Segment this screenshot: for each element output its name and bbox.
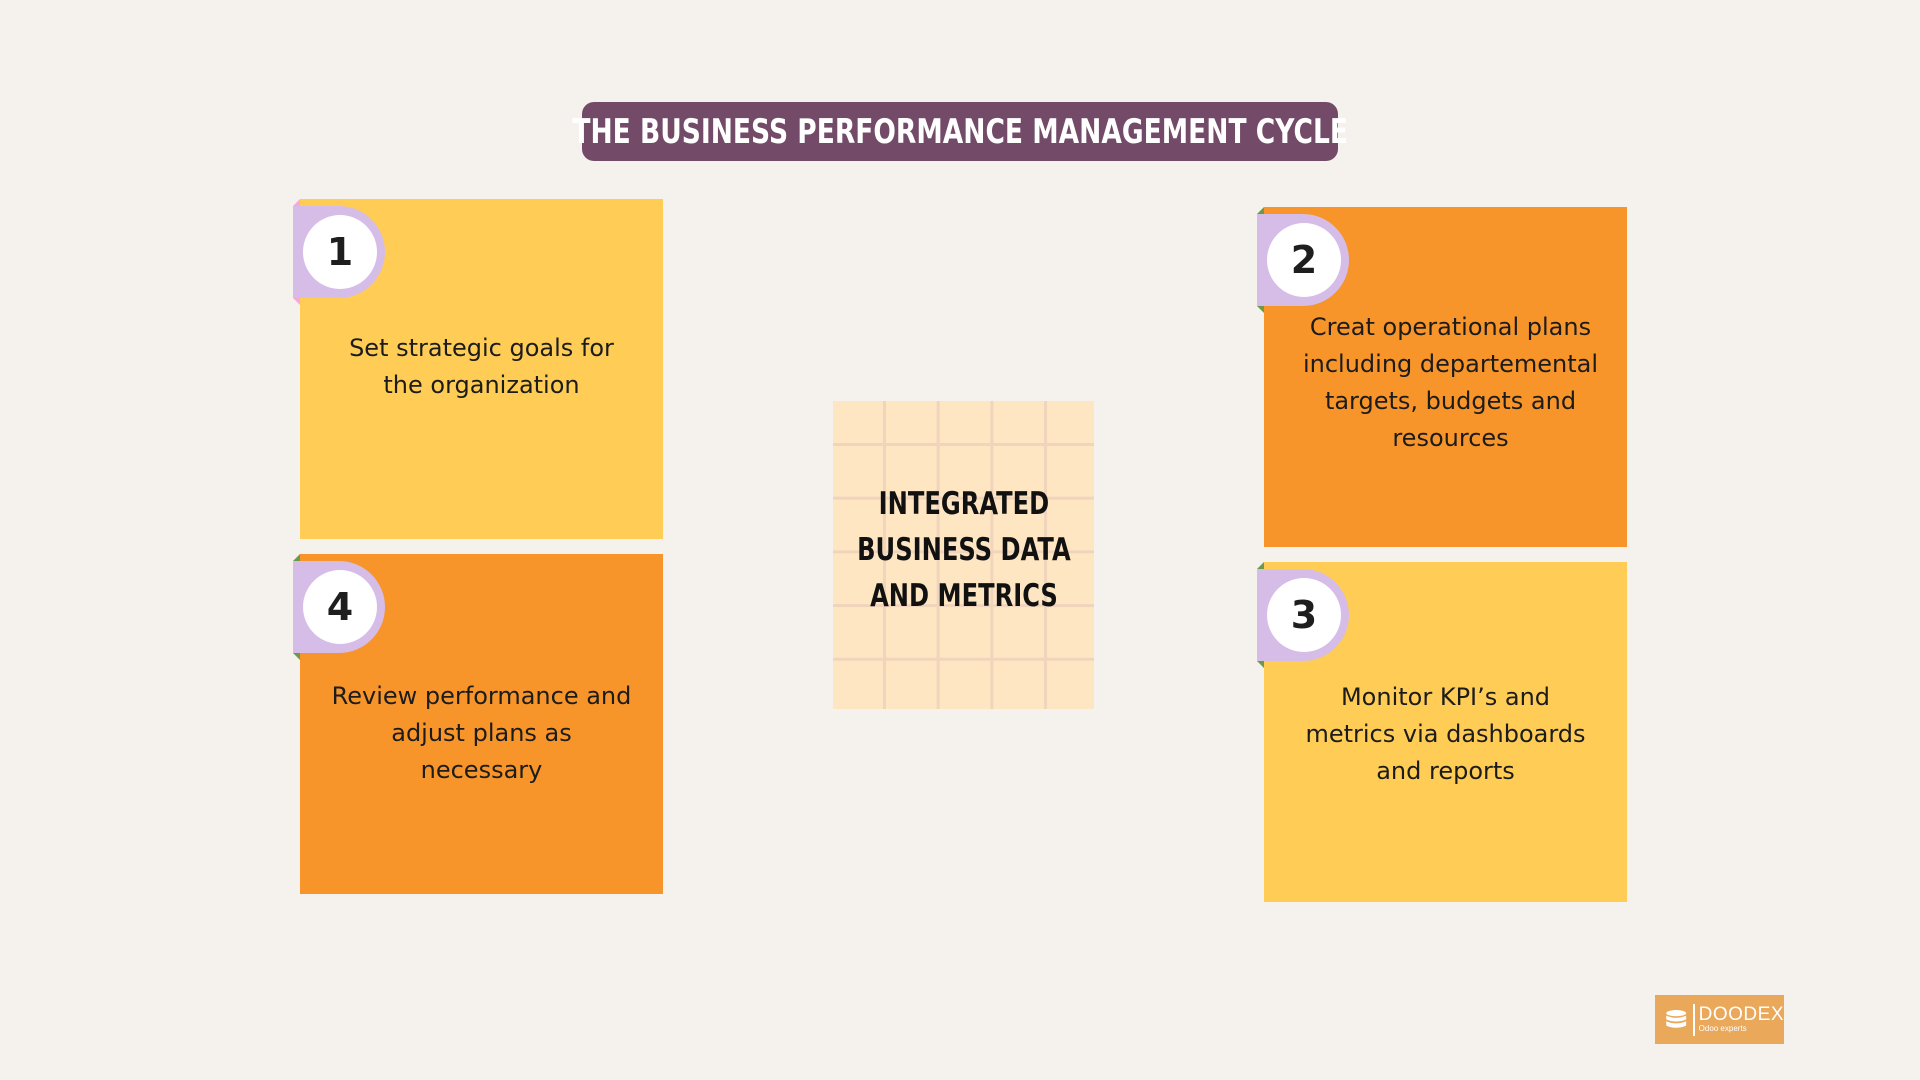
step-text-line: Set strategic goals for <box>349 334 614 362</box>
step-text-line: targets, budgets and <box>1324 387 1577 415</box>
corner-fold-decoration <box>293 199 300 206</box>
step-description: Review performance and adjust plans as n… <box>320 678 643 789</box>
corner-fold-decoration <box>293 554 300 561</box>
center-hub-box: INTEGRATED BUSINESS DATA AND METRICS <box>833 401 1094 709</box>
step-text-line: metrics via dashboards <box>1305 720 1586 748</box>
step-card-2: 2 Creat operational plans including depa… <box>1257 207 1627 547</box>
step-card-3: 3 Monitor KPI’s and metrics via dashboar… <box>1257 562 1627 902</box>
corner-fold-decoration <box>293 298 300 305</box>
step-number-badge: 4 <box>303 570 377 644</box>
page-title: The Business Performance Management Cycl… <box>572 111 1348 152</box>
step-text-line: necessary <box>420 756 543 784</box>
step-number-badge: 3 <box>1267 578 1341 652</box>
doodex-logo: DOODEX Odoo experts <box>1655 995 1784 1044</box>
database-icon <box>1666 1009 1687 1028</box>
step-description: Set strategic goals for the organization <box>320 330 643 404</box>
logo-divider <box>1693 1003 1695 1036</box>
step-card-1: 1 Set strategic goals for the organizati… <box>293 199 663 539</box>
corner-fold-decoration <box>1257 207 1264 214</box>
step-description: Creat operational plans including depart… <box>1274 309 1627 457</box>
step-text-line: Review performance and <box>331 682 632 710</box>
step-description: Monitor KPI’s and metrics via dashboards… <box>1284 679 1607 790</box>
corner-fold-decoration <box>293 653 300 660</box>
step-card-4: 4 Review performance and adjust plans as… <box>293 554 663 894</box>
center-hub-label: INTEGRATED BUSINESS DATA AND METRICS <box>857 481 1071 619</box>
center-text-line: BUSINESS DATA <box>856 532 1071 568</box>
step-text-line: resources <box>1392 424 1509 452</box>
corner-fold-decoration <box>1257 306 1264 313</box>
step-number-badge: 2 <box>1267 223 1341 297</box>
logo-wordmark: DOODEX Odoo experts <box>1699 1005 1784 1034</box>
logo-tagline: Odoo experts <box>1698 1024 1747 1033</box>
corner-fold-decoration <box>1257 562 1264 569</box>
title-banner: The Business Performance Management Cycl… <box>572 102 1348 161</box>
center-text-line: INTEGRATED <box>878 486 1049 522</box>
step-text-line: including departemental <box>1302 350 1599 378</box>
step-text-line: Creat operational plans <box>1309 313 1592 341</box>
center-text-line: AND METRICS <box>869 578 1058 614</box>
logo-name: DOODEX <box>1698 1004 1784 1025</box>
step-text-line: and reports <box>1376 757 1515 785</box>
corner-fold-decoration <box>1257 661 1264 668</box>
step-text-line: adjust plans as <box>391 719 572 747</box>
step-number-badge: 1 <box>303 215 377 289</box>
step-text-line: the organization <box>383 371 580 399</box>
step-text-line: Monitor KPI’s and <box>1340 683 1551 711</box>
